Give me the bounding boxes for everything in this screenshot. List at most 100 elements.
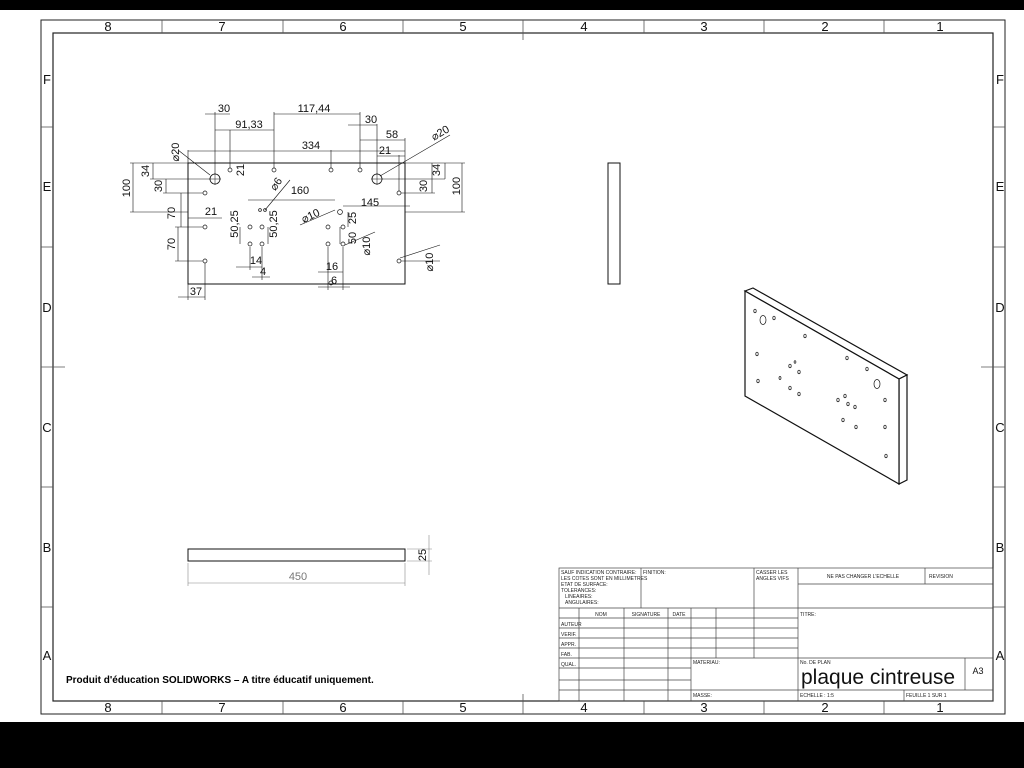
tb-row-fab: FAB.	[561, 652, 572, 658]
iso-holes	[753, 308, 888, 459]
zone-row-f-right: F	[996, 72, 1004, 87]
iso-front-face	[744, 289, 900, 486]
education-watermark: Produit d'éducation SOLIDWORKS – A titre…	[66, 675, 374, 686]
dim-21-mid: 21	[235, 164, 247, 176]
zone-col-5: 5	[459, 19, 466, 34]
dim-50-25-b: 50,25	[268, 210, 280, 238]
dimension-lines-front	[130, 112, 465, 300]
tb-note-3: TOLERANCES:	[561, 588, 596, 594]
zone-column-labels-top: 8 7 6 5 4 3 2 1	[104, 19, 943, 34]
dim-100-left: 100	[121, 179, 133, 197]
title-block: SAUF INDICATION CONTRAIRE: LES COTES SON…	[558, 567, 994, 702]
dim-14: 14	[250, 255, 262, 267]
dim-dia6: ⌀6	[268, 176, 285, 193]
dim-450: 450	[289, 571, 307, 583]
tb-note-5: ANGULAIRES:	[565, 600, 599, 606]
dim-dia10-mid: ⌀10	[361, 237, 373, 256]
zone-col-6-bottom: 6	[339, 700, 346, 715]
tb-feuille: FEUILLE 1 SUR 1	[906, 693, 947, 699]
plate-outline-bottom	[187, 548, 406, 562]
zone-ticks	[41, 20, 1005, 714]
dim-91-33: 91,33	[235, 119, 263, 131]
zone-row-a: A	[43, 648, 52, 663]
dim-100-right: 100	[451, 177, 463, 195]
tb-materiau: MATERIAU:	[693, 660, 720, 666]
zone-column-labels-bottom: 8 7 6 5 4 3 2 1	[104, 700, 943, 715]
bottom-view: 450 25	[187, 535, 432, 586]
title-block-grid	[558, 567, 994, 702]
plate-outline-front	[187, 162, 406, 285]
zone-row-b: B	[43, 540, 52, 555]
zone-col-4: 4	[580, 19, 587, 34]
dim-30-top-left: 30	[218, 103, 230, 115]
tb-note-1: LES COTES SONT EN MILLIMETRES	[561, 576, 648, 582]
zone-col-2-bottom: 2	[821, 700, 828, 715]
tb-row-appr: APPR.	[561, 642, 576, 648]
zone-col-8: 8	[104, 19, 111, 34]
tb-casser-0: CASSER LES	[756, 570, 788, 576]
tb-row-qual: QUAL.	[561, 662, 576, 668]
tb-ne-pas-changer: NE PAS CHANGER L'ECHELLE	[827, 574, 900, 580]
dim-70-upper: 70	[166, 207, 178, 219]
zone-col-2: 2	[821, 19, 828, 34]
side-view	[607, 162, 621, 285]
zone-col-6: 6	[339, 19, 346, 34]
zone-col-7-bottom: 7	[218, 700, 225, 715]
dim-dia10-right: ⌀10	[424, 253, 436, 272]
dim-25-thickness: 25	[417, 549, 429, 561]
tb-drawing-title: plaque cintreuse	[801, 666, 955, 689]
zone-col-4-bottom: 4	[580, 700, 587, 715]
zone-row-c-right: C	[995, 420, 1004, 435]
zone-col-3-bottom: 3	[700, 700, 707, 715]
tb-finition: FINITION:	[643, 570, 666, 576]
dim-30-left: 30	[153, 180, 165, 192]
tb-row-verif: VERIF.	[561, 632, 577, 638]
dim-37: 37	[190, 286, 202, 298]
zone-col-1-bottom: 1	[936, 700, 943, 715]
zone-row-e-right: E	[996, 179, 1005, 194]
tb-masse: MASSE:	[693, 693, 712, 699]
zone-row-e: E	[43, 179, 52, 194]
dim-70-lower: 70	[166, 238, 178, 250]
tb-note-4: LINEAIRES:	[565, 594, 593, 600]
tb-note-2: ETAT DE SURFACE:	[561, 582, 608, 588]
zone-col-8-bottom: 8	[104, 700, 111, 715]
tb-no-plan: No. DE PLAN	[800, 660, 831, 666]
dim-30-top-right: 30	[365, 114, 377, 126]
zone-row-c: C	[42, 420, 51, 435]
zone-row-d: D	[42, 300, 51, 315]
iso-side-face	[898, 374, 908, 485]
tb-casser-1: ANGLES VIFS	[756, 576, 789, 582]
zone-col-3: 3	[700, 19, 707, 34]
dim-21-left: 21	[205, 206, 217, 218]
dim-50: 50	[347, 232, 359, 244]
zone-row-d-right: D	[995, 300, 1004, 315]
dim-16: 16	[326, 261, 338, 273]
dim-145: 145	[361, 197, 379, 209]
tb-revision: REVISION	[929, 574, 953, 580]
zone-row-labels-left: F E D C B A	[42, 72, 51, 663]
zone-row-b-right: B	[996, 540, 1005, 555]
dim-25-inner: 25	[347, 212, 359, 224]
zone-col-7: 7	[218, 19, 225, 34]
center-marks	[209, 173, 383, 185]
tb-col-nom: NOM	[595, 612, 607, 618]
tb-format: A3	[972, 666, 983, 676]
isometric-view	[743, 287, 909, 486]
tb-titre: TITRE:	[800, 612, 816, 618]
dim-34-left: 34	[140, 165, 152, 177]
dim-21-top: 21	[379, 145, 391, 157]
tb-echelle: ECHELLE : 1:5	[800, 693, 834, 699]
bottom-dimension-lines	[187, 535, 432, 586]
zone-row-labels-right: F E D C B A	[995, 72, 1004, 663]
dim-4: 4	[260, 266, 266, 278]
dim-58: 58	[386, 129, 398, 141]
dim-34-right: 34	[431, 164, 443, 176]
tb-note-0: SAUF INDICATION CONTRAIRE:	[561, 570, 636, 576]
tb-col-signature: SIGNATURE	[632, 612, 661, 618]
dim-30-right: 30	[418, 180, 430, 192]
front-view: 30 91,33 117,44 30 58 334 21 ⌀20 ⌀20 100…	[121, 103, 465, 300]
dim-50-25-a: 50,25	[229, 210, 241, 238]
